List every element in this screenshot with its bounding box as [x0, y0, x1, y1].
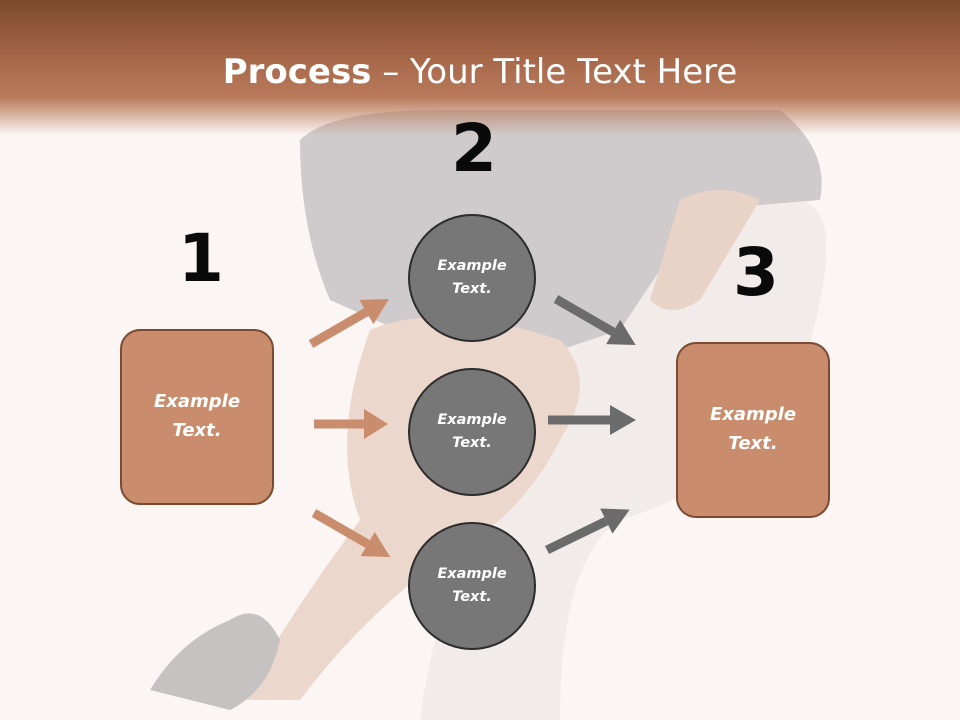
circle-3-line1: Example	[437, 565, 507, 582]
circle-1-line2: Text.	[452, 281, 492, 297]
left-step-box: Example Text.	[120, 329, 274, 505]
circle-2-line2: Text.	[452, 435, 492, 451]
right-arrows	[545, 295, 636, 555]
right-box-line2: Text.	[728, 433, 778, 454]
circle-1-line1: Example	[437, 257, 507, 274]
right-step-box: Example Text.	[676, 342, 830, 518]
title-bold: Process	[222, 52, 372, 92]
right-box-line1: Example	[709, 404, 797, 426]
circle-step-2: Example Text.	[408, 368, 536, 496]
arrow-from-circle-3	[545, 508, 630, 555]
arrow-from-circle-1	[553, 295, 636, 345]
circle-2-line1: Example	[437, 411, 507, 428]
arrow-from-circle-2	[548, 405, 636, 435]
step-number-2: 2	[451, 110, 497, 187]
arrow-to-circle-2	[314, 409, 388, 439]
arrow-to-circle-3	[311, 509, 391, 557]
slide-title: Process – Your Title Text Here	[0, 52, 960, 92]
left-arrows	[308, 299, 391, 557]
left-box-line1: Example	[153, 391, 241, 413]
circle-step-3: Example Text.	[408, 522, 536, 650]
left-box-line2: Text.	[172, 420, 222, 441]
step-number-1: 1	[178, 220, 224, 297]
title-rest: – Your Title Text Here	[371, 52, 738, 92]
title-bar	[0, 0, 960, 135]
step-number-3: 3	[733, 234, 779, 311]
circle-step-1: Example Text.	[408, 214, 536, 342]
circle-3-line2: Text.	[452, 589, 492, 605]
arrow-to-circle-1	[308, 299, 389, 348]
